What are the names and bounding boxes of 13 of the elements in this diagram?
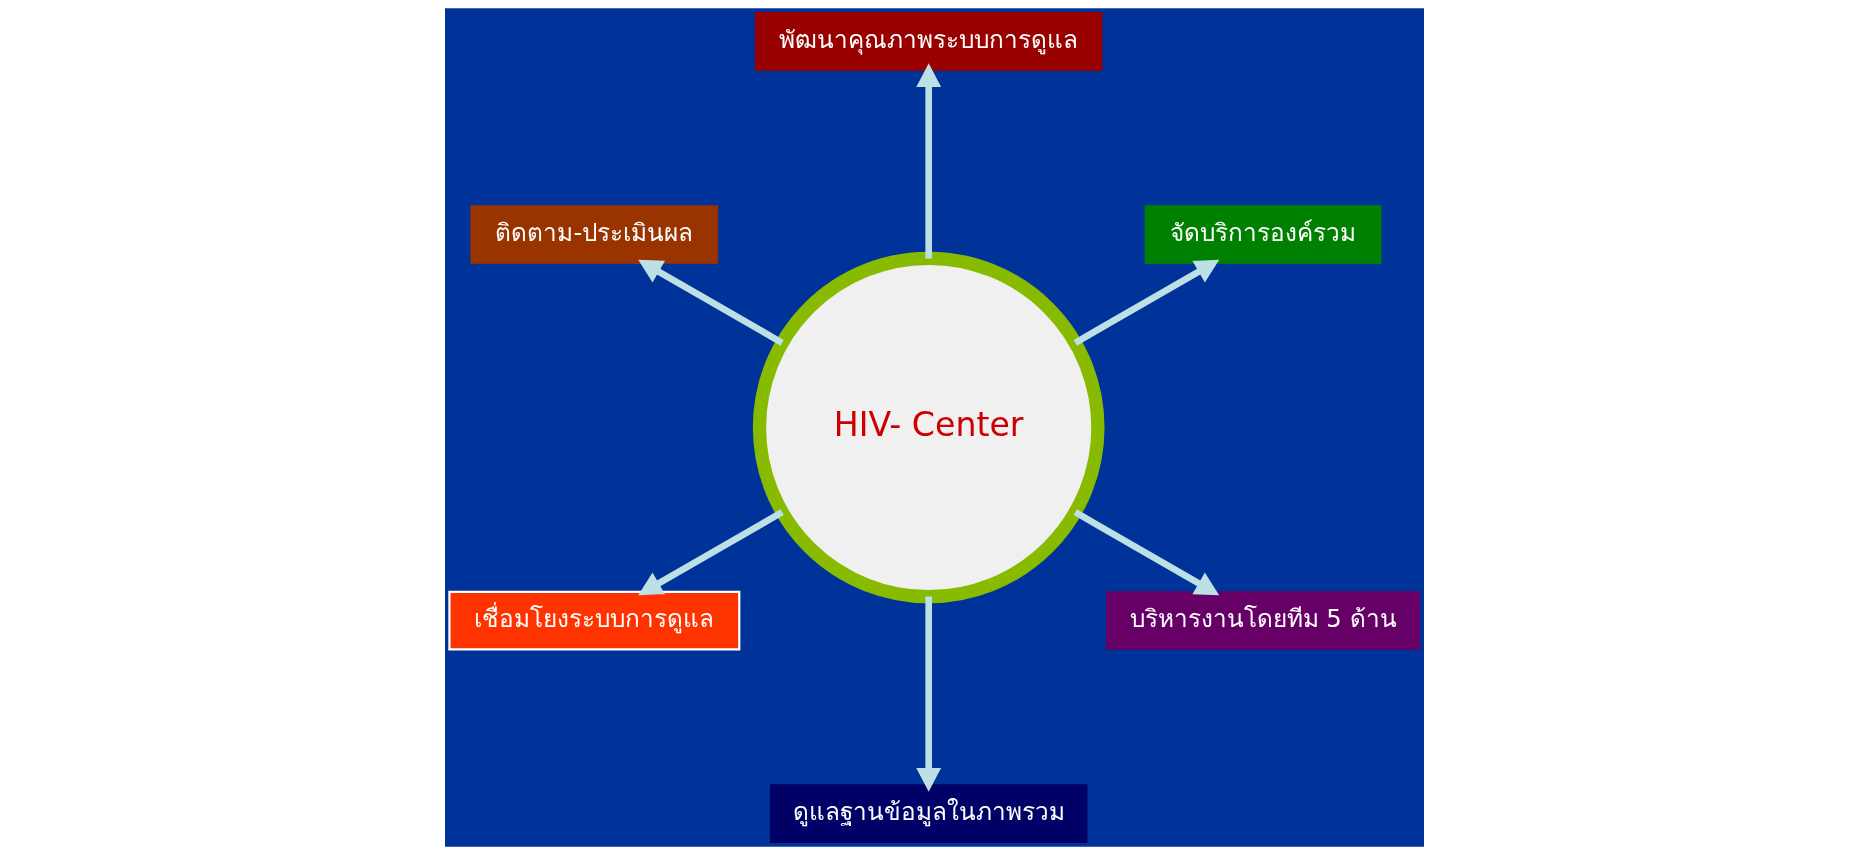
arrow — [1073, 259, 1219, 346]
node-box: บริหารงานโดยทีม 5 ด้าน — [1105, 591, 1420, 650]
node-box: ดูแลฐานข้อมูลในภาพรวม — [769, 784, 1087, 843]
arrow — [915, 63, 941, 259]
arrow — [1073, 509, 1219, 596]
arrow — [637, 509, 784, 596]
node-box: เชื่อมโยงระบบการดูแล — [447, 590, 740, 651]
arrow — [915, 596, 941, 792]
node-box: ติดตาม-ประเมินผล — [469, 205, 718, 264]
node-box: พัฒนาคุณภาพระบบการดูแล — [754, 12, 1102, 71]
node-circle: HIV- Center — [752, 251, 1105, 604]
node-box: จัดบริการองค์รวม — [1144, 205, 1381, 264]
arrow — [637, 259, 784, 346]
